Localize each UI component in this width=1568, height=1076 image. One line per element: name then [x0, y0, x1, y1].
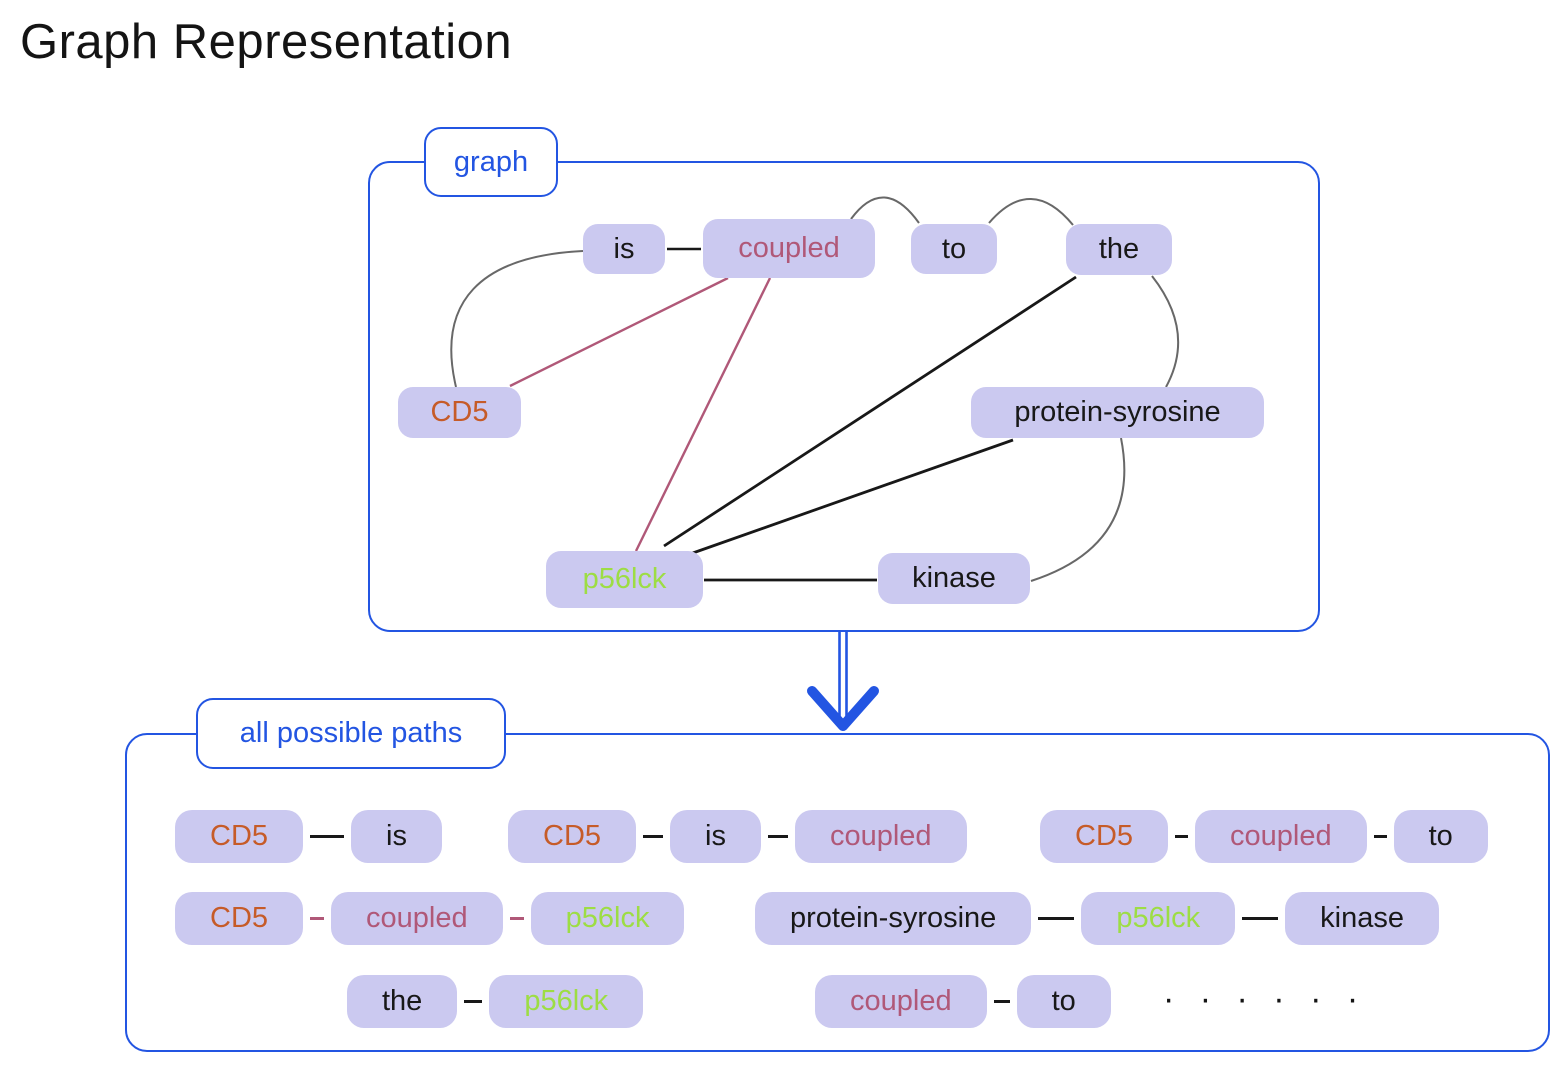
path-2: CD5 is coupled	[508, 810, 967, 863]
path-node: CD5	[1040, 810, 1169, 863]
path-5: protein-syrosine p56lck kinase	[755, 892, 1439, 945]
page-title: Graph Representation	[20, 15, 513, 69]
path-6: the p56lck	[347, 975, 644, 1028]
path-node: kinase	[1285, 892, 1439, 945]
graph-node-to: to	[911, 224, 997, 274]
more-paths-ellipsis: · · · · · ·	[1163, 980, 1367, 1018]
path-4: CD5 coupled p56lck	[175, 892, 685, 945]
double-down-arrow	[807, 630, 879, 731]
path-node: the	[347, 975, 458, 1028]
graph-node-CD5: CD5	[398, 387, 521, 438]
graph-box	[368, 161, 1320, 632]
graph-node-is: is	[583, 224, 665, 274]
path-7: coupled to	[815, 975, 1111, 1028]
graph-node-kinase: kinase	[878, 553, 1030, 604]
path-node: coupled	[331, 892, 503, 945]
path-1: CD5 is	[175, 810, 442, 863]
graph-node-protein-syrosine: protein-syrosine	[971, 387, 1264, 438]
path-node: protein-syrosine	[755, 892, 1032, 945]
path-node: CD5	[175, 810, 304, 863]
graph-box-label: graph	[424, 127, 558, 197]
path-connector	[1242, 917, 1279, 920]
all-possible-paths-box	[125, 733, 1550, 1052]
path-node: p56lck	[489, 975, 644, 1028]
path-node: CD5	[508, 810, 637, 863]
graph-node-p56lck: p56lck	[546, 551, 703, 608]
path-node: CD5	[175, 892, 304, 945]
path-connector	[1175, 835, 1189, 838]
graph-node-the: the	[1066, 224, 1172, 275]
path-node: p56lck	[530, 892, 685, 945]
all-possible-paths-label: all possible paths	[196, 698, 506, 769]
path-node: to	[1393, 810, 1488, 863]
path-node: coupled	[794, 810, 967, 863]
path-connector	[993, 1000, 1010, 1003]
path-node: p56lck	[1081, 892, 1236, 945]
path-connector	[643, 835, 664, 838]
path-node: is	[351, 810, 442, 863]
path-connector	[464, 1000, 483, 1003]
path-connector	[1038, 917, 1075, 920]
path-connector	[509, 917, 524, 920]
graph-node-coupled: coupled	[703, 219, 875, 278]
path-3: CD5 coupled to	[1040, 810, 1488, 863]
path-connector	[1373, 835, 1387, 838]
path-connector	[767, 835, 788, 838]
path-node: coupled	[815, 975, 987, 1028]
path-node: coupled	[1195, 810, 1367, 863]
path-node: to	[1016, 975, 1111, 1028]
path-node: is	[670, 810, 761, 863]
path-connector	[310, 835, 345, 838]
path-connector	[310, 917, 325, 920]
